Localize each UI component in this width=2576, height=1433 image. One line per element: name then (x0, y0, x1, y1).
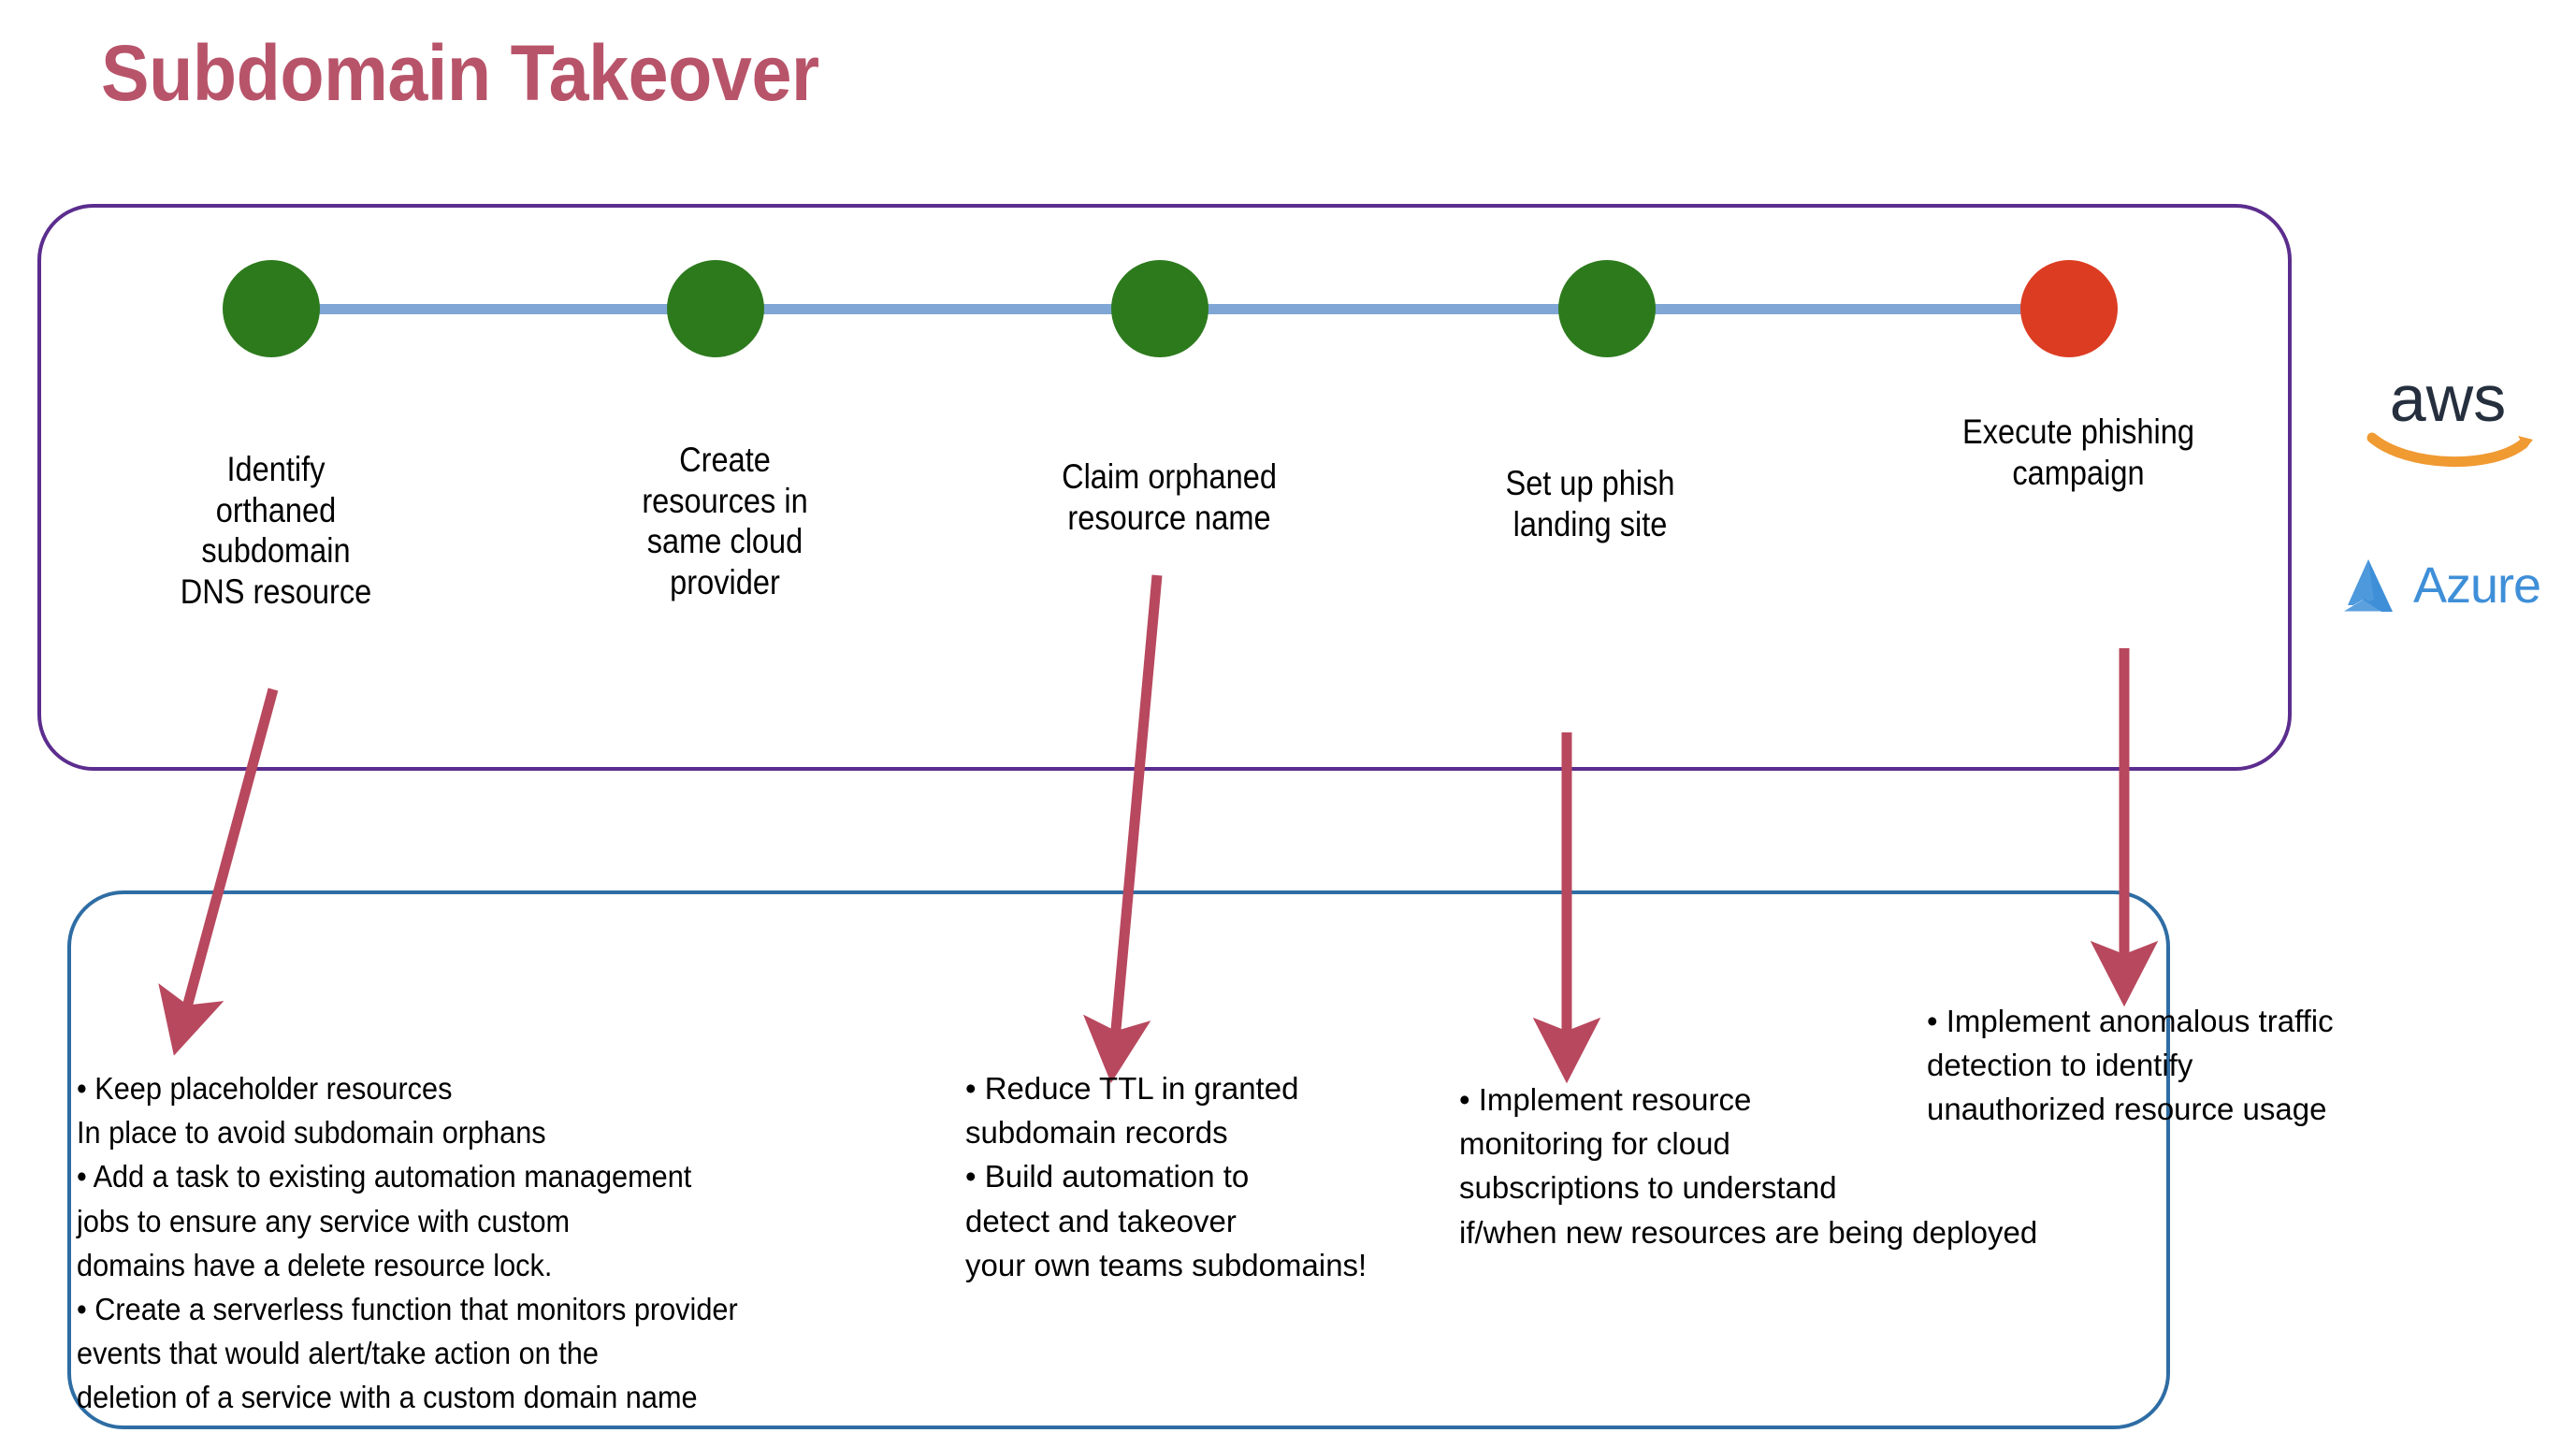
mitigation-block-campaign: • Implement anomalous traffic detection … (1927, 1004, 2334, 1127)
timeline-label-5: Execute phishing campaign (1962, 413, 2194, 492)
azure-triangle-icon (2342, 559, 2393, 612)
aws-smile-arrow (2366, 432, 2529, 467)
aws-smile-arrowhead (2518, 436, 2533, 449)
timeline-label-1: Identify orthaned subdomain DNS resource (180, 450, 372, 611)
attack-chain-panel (37, 204, 2292, 771)
timeline-node-1[interactable] (223, 260, 320, 357)
timeline-label-4: Set up phish landing site (1505, 464, 1675, 543)
timeline-node-2[interactable] (667, 260, 764, 357)
aws-logo-icon: aws (2366, 362, 2533, 467)
timeline-node-5[interactable] (2020, 260, 2118, 357)
mitigation-block-phish-site: • Implement resource monitoring for clou… (1459, 1082, 2038, 1250)
mitigation-block-identify: • Keep placeholder resources In place to… (77, 1071, 738, 1415)
page-title: Subdomain Takeover (101, 29, 819, 117)
timeline-node-4[interactable] (1558, 260, 1656, 357)
azure-logo: Azure (2340, 541, 2555, 630)
timeline-label-2: Create resources in same cloud provider (642, 441, 808, 601)
azure-wordmark: Azure (2413, 557, 2541, 614)
timeline-label-3: Claim orphaned resource name (1062, 457, 1277, 537)
mitigation-block-claim: • Reduce TTL in granted subdomain record… (965, 1071, 1368, 1282)
timeline-node-3[interactable] (1111, 260, 1208, 357)
aws-logo: aws (2359, 357, 2537, 479)
aws-wordmark: aws (2390, 362, 2506, 435)
